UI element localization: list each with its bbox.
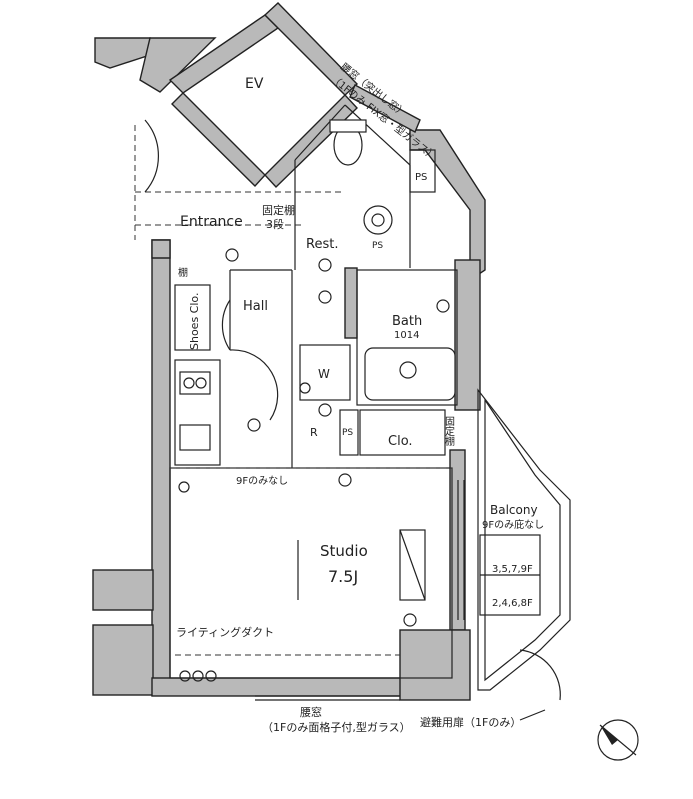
- note-9f-none: 9Fのみなし: [236, 475, 288, 487]
- note-lighting-duct: ライティングダクト: [176, 625, 274, 639]
- interior-lines: [134, 104, 571, 721]
- label-clo: Clo.: [388, 434, 413, 449]
- note-evac-door: 避難用扉（1Fのみ）: [420, 715, 521, 729]
- label-hall: Hall: [243, 299, 268, 314]
- label-ps-inner: PS: [342, 428, 353, 438]
- compass-icon: [597, 719, 639, 761]
- note-floors-a: 3,5,7,9F: [492, 564, 533, 575]
- note-window-bottom-1: 腰窓: [300, 705, 322, 719]
- note-floors-b: 2,4,6,8F: [492, 598, 533, 609]
- note-balcony: 9Fのみ庇なし: [482, 518, 544, 531]
- label-shoes-closet: Shoes Clo.: [188, 293, 201, 350]
- label-rest: Rest.: [306, 237, 338, 252]
- room-labels: EV Entrance Rest. Hall Shoes Clo. Bath 1…: [180, 76, 538, 586]
- walls: [92, 2, 486, 701]
- label-studio-size: 7.5J: [328, 567, 358, 586]
- label-ev: EV: [245, 76, 264, 92]
- label-entrance: Entrance: [180, 214, 243, 230]
- note-shelf-left: 棚: [178, 266, 188, 279]
- label-ps-top: PS: [372, 241, 383, 251]
- label-bath: Bath: [392, 314, 422, 329]
- label-w: W: [318, 367, 330, 381]
- label-r: R: [310, 426, 318, 439]
- label-balcony: Balcony: [490, 503, 538, 517]
- label-bath-size: 1014: [394, 330, 419, 341]
- note-fixed-shelf-1: 固定棚: [262, 203, 295, 217]
- label-studio: Studio: [320, 542, 368, 560]
- note-fixed-shelf-right: 固定棚: [443, 416, 455, 447]
- note-window-bottom-2: （1Fのみ面格子付,型ガラス）: [262, 720, 411, 734]
- label-ps-right: PS: [415, 172, 427, 183]
- note-fixed-shelf-2: 3段: [266, 217, 284, 231]
